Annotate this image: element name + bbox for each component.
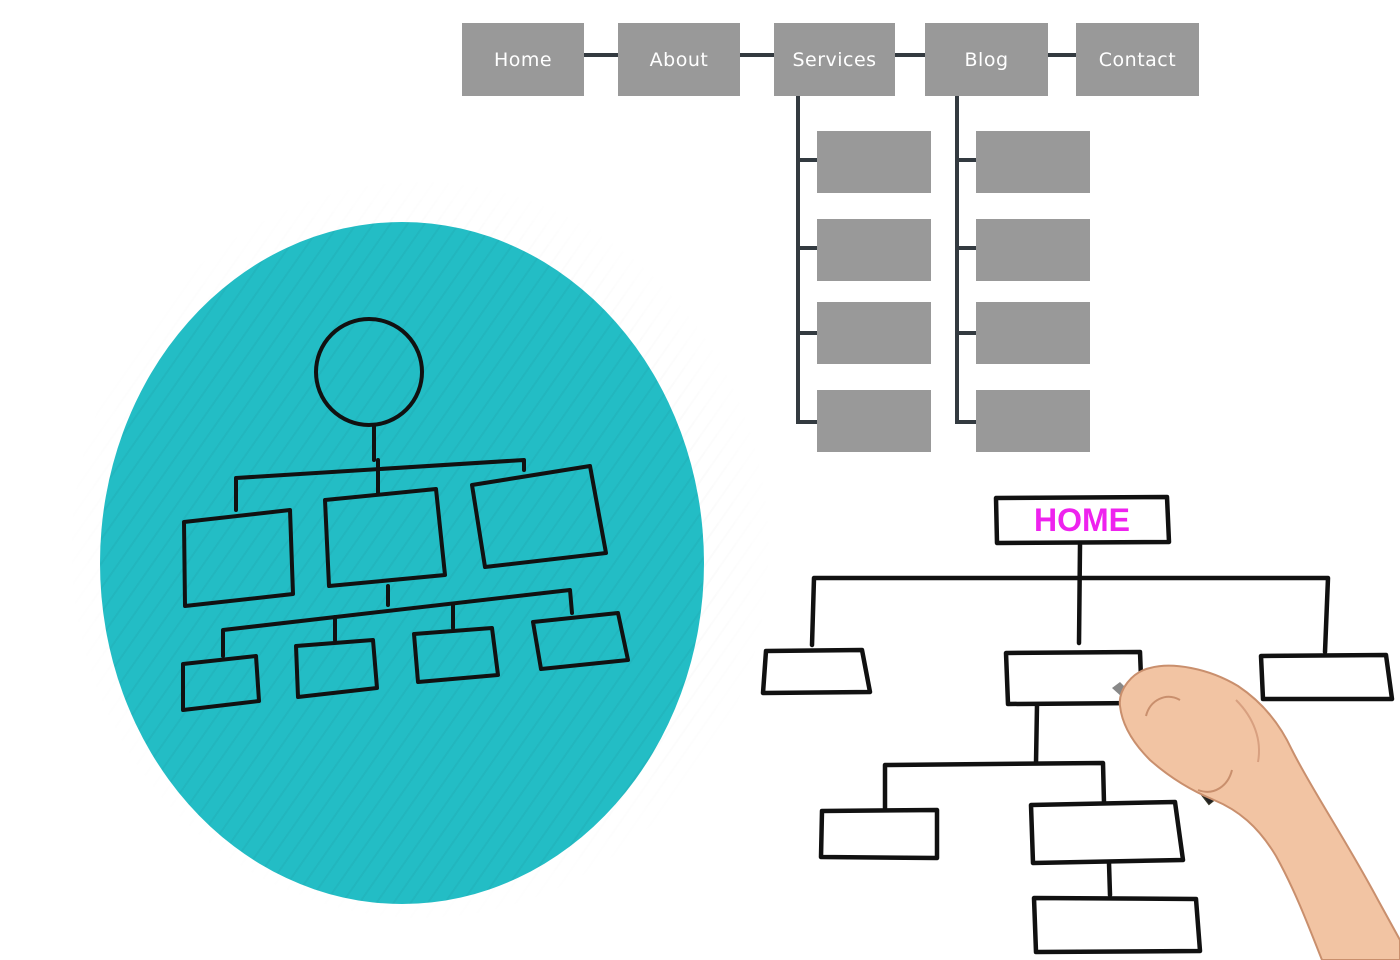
nav-item-label: Home [493, 48, 553, 71]
nav-item-blog[interactable]: Blog [925, 23, 1048, 96]
blog-submenu-item[interactable] [976, 302, 1090, 364]
blog-submenu-item[interactable] [976, 390, 1090, 452]
nav-item-label: About [649, 48, 709, 71]
services-submenu-item[interactable] [817, 219, 931, 281]
blog-submenu-item[interactable] [976, 219, 1090, 281]
nav-item-services[interactable]: Services [774, 23, 895, 96]
teal-circle [100, 222, 704, 904]
nav-item-label: Contact [1098, 48, 1177, 71]
services-submenu-item[interactable] [817, 390, 931, 452]
nav-item-home[interactable]: Home [462, 23, 584, 96]
nav-item-about[interactable]: About [618, 23, 740, 96]
nav-item-contact[interactable]: Contact [1076, 23, 1199, 96]
sitemap-root-label: HOME [1034, 501, 1130, 538]
services-submenu-item[interactable] [817, 131, 931, 193]
services-submenu-item[interactable] [817, 302, 931, 364]
nav-item-label: Services [792, 48, 877, 71]
nav-item-label: Blog [964, 48, 1009, 71]
blog-submenu-item[interactable] [976, 131, 1090, 193]
